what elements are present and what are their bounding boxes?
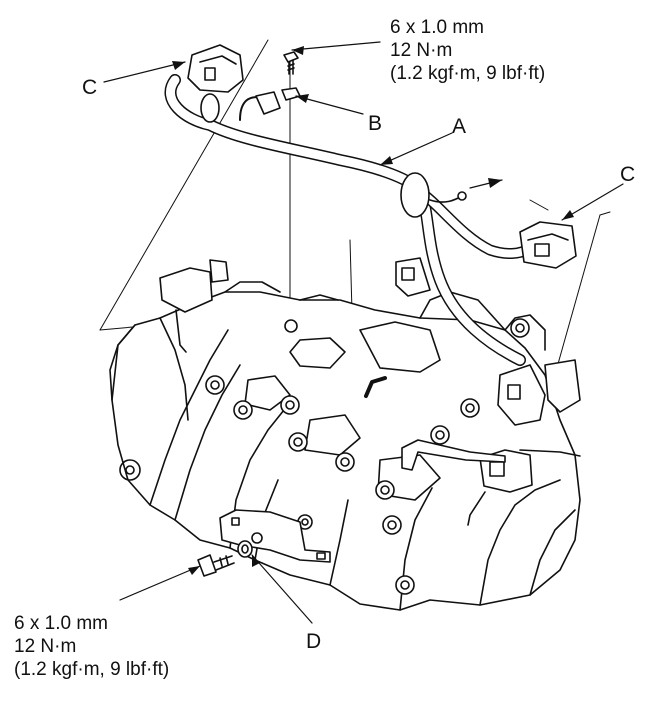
torque-spec-bottom: 6 x 1.0 mm 12 N·m (1.2 kgf·m, 9 lbf·ft): [14, 612, 169, 681]
bolt-head-icon: [335, 452, 355, 472]
connector-c-right: [519, 221, 577, 269]
arrowheads: [172, 46, 574, 575]
bolt-size-text: 6 x 1.0 mm: [390, 17, 484, 38]
torque-spec-top: 6 x 1.0 mm 12 N·m (1.2 kgf·m, 9 lbf·ft): [390, 16, 545, 85]
connector-b: [255, 87, 301, 115]
wire-harness-a: [164, 74, 536, 366]
torque-alt-units-text: (1.2 kgf·m, 9 lbf·ft): [390, 63, 546, 84]
housing-bolts: [205, 318, 530, 595]
bolt-head-icon: [288, 432, 308, 452]
callout-label-a: A: [452, 115, 467, 138]
bolt-bottom-icon: [197, 540, 253, 577]
torque-value-text: 12 N·m: [390, 40, 453, 61]
callout-label-c-right: C: [620, 163, 636, 186]
bolt-head-icon: [280, 395, 300, 415]
bolt-head-icon: [395, 575, 415, 595]
bolt-top-icon: [283, 51, 299, 75]
bracket-left: [159, 259, 229, 353]
bolt-head-icon: [375, 480, 395, 500]
bolt-head-icon: [205, 375, 225, 395]
bolt-size-text: 6 x 1.0 mm: [14, 613, 108, 634]
callout-label-c-left: C: [82, 76, 98, 99]
bolt-head-icon: [430, 425, 450, 445]
connector-mid: [395, 257, 431, 297]
bracket-right: [401, 439, 581, 471]
callout-label-d: D: [306, 630, 322, 653]
leader-lines: [103, 41, 624, 624]
torque-alt-units-text: (1.2 kgf·m, 9 lbf·ft): [14, 659, 170, 680]
bracket-d: [219, 509, 331, 563]
bolt-head-icon: [233, 400, 253, 420]
bolt-head-icon: [510, 318, 530, 338]
bolt-head-icon: [284, 319, 298, 333]
callout-label-b: B: [368, 112, 383, 135]
bolt-head-icon: [382, 515, 402, 535]
bolt-head-icon: [460, 398, 480, 418]
torque-value-text: 12 N·m: [14, 636, 77, 657]
connector-lower-right: [467, 359, 581, 526]
connector-c-left: [187, 44, 244, 93]
transmission-housing: [109, 281, 581, 611]
